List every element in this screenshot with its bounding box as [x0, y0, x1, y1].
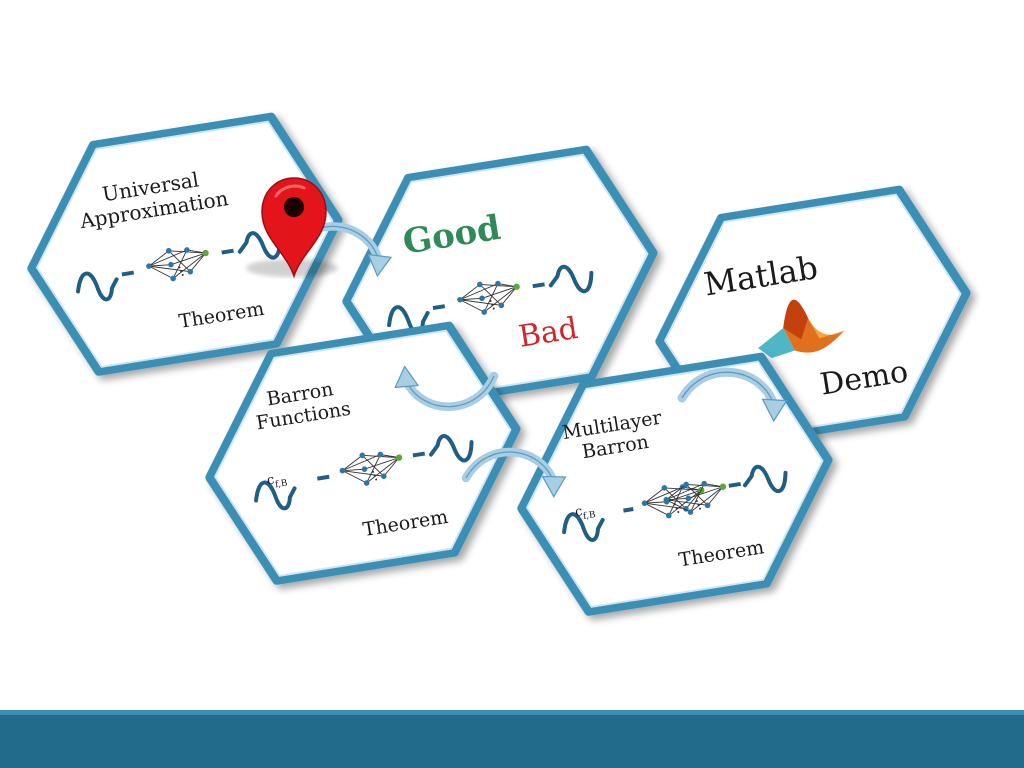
dash-icon: [728, 481, 742, 488]
tile-multilayer-barron: [517, 352, 833, 616]
dash-icon: [317, 474, 330, 481]
dash-icon: [121, 270, 135, 277]
footer-band: [0, 710, 1024, 768]
dash-icon: [532, 282, 545, 289]
dash-icon: [221, 248, 234, 255]
location-pin-icon: [246, 177, 338, 279]
barron-constant-label: cf,B: [266, 470, 289, 491]
dash-icon: [623, 507, 634, 513]
tile-universal-approximation: [27, 112, 343, 376]
multilayer-constant-label: cf,B: [574, 502, 597, 523]
dash-icon: [412, 451, 426, 458]
dash-icon: [432, 304, 446, 311]
footer-accent-line: [0, 710, 1024, 715]
matlab-logo-icon: [758, 299, 845, 359]
